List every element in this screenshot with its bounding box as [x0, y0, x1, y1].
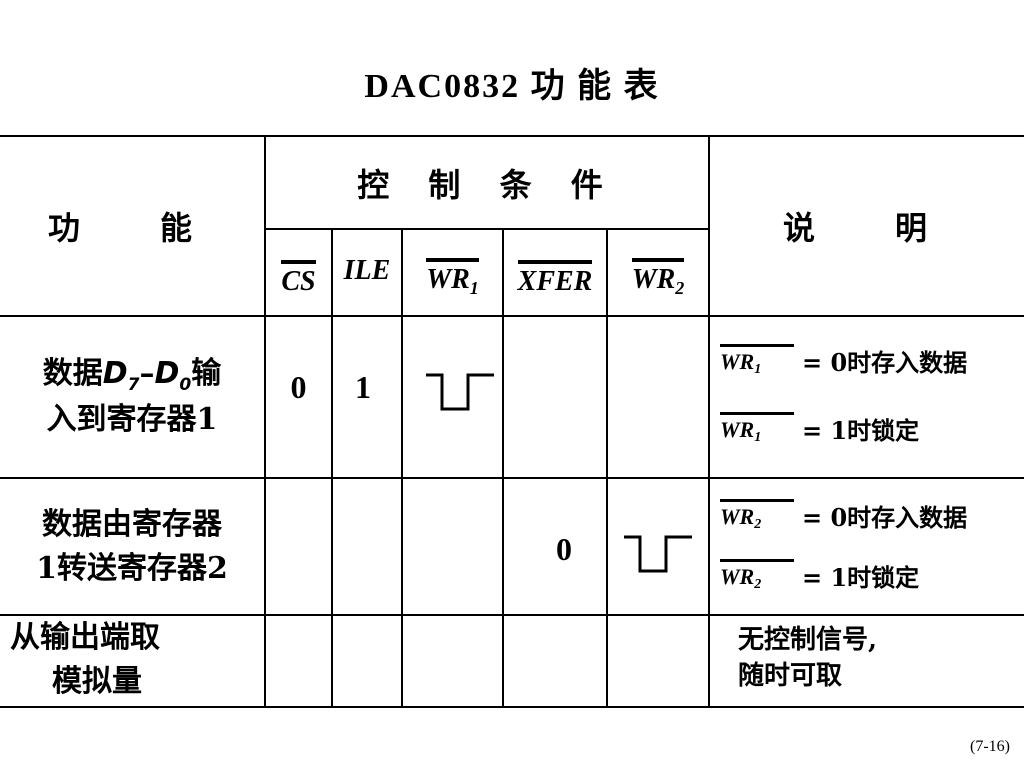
row2-xfer-value: 0: [556, 530, 572, 567]
control-header-divider: [264, 228, 708, 230]
col-divider-function: [264, 135, 266, 708]
row2-bottom-border: [0, 614, 1024, 616]
row2-wr2-low-pulse-waveform: [624, 535, 692, 573]
row1-note-2-signal: WR1: [720, 411, 794, 445]
row1-function: 数据D7–D0输 入到寄存器1: [0, 317, 264, 477]
row2-function-line2: 1转送寄存器2: [36, 550, 228, 586]
col-divider-wr2: [708, 135, 710, 708]
wr1-label: WR1: [426, 258, 479, 297]
table-top-border: [0, 135, 1024, 137]
row2-note-2-text: = 1时锁定: [802, 562, 920, 592]
header-function: 功 能: [47, 209, 216, 247]
col-divider-wr1: [502, 228, 504, 708]
row2-note-1-text: = 0时存入数据: [802, 502, 968, 532]
row3-note-line1: 无控制信号,: [738, 625, 878, 655]
row2-note-2: WR2 = 1时锁定: [720, 555, 919, 595]
row2-function: 数据由寄存器 1转送寄存器2: [0, 479, 264, 614]
cs-label: CS: [281, 259, 316, 296]
row1-note-1-text: = 0时存入数据: [802, 347, 968, 377]
header-wr2-signal: WR2: [608, 230, 708, 315]
row2-note-1-signal: WR2: [720, 498, 794, 532]
row3-note: 无控制信号, 随时可取: [738, 622, 877, 695]
row1-note-2-text: = 1时锁定: [802, 415, 920, 445]
row3-function-line1: 从输出端取: [10, 620, 160, 655]
wr2-label: WR2: [631, 258, 685, 297]
row2-note-1: WR2 = 0时存入数据: [720, 495, 967, 535]
row3-note-line2: 随时可取: [738, 661, 843, 692]
row1-ile-value: 1: [355, 368, 371, 405]
table-bottom-border: [0, 706, 1024, 708]
ile-label: ILE: [343, 254, 391, 286]
xfer-label: XFER: [517, 259, 593, 296]
header-ile-signal: ILE: [333, 230, 401, 315]
header-wr1-signal: WR1: [403, 230, 502, 315]
row3-function-line2: 模拟量: [52, 663, 142, 699]
row2-note-2-signal: WR2: [720, 558, 794, 592]
row1-function-line2: 入到寄存器1: [46, 402, 218, 438]
header-bottom-border: [0, 315, 1024, 317]
col-divider-ile: [401, 228, 403, 708]
header-explanation: 说 明: [782, 209, 951, 247]
page-title: DAC0832 功 能 表: [364, 68, 660, 105]
header-cs-signal: CS: [266, 230, 331, 315]
col-divider-xfer: [606, 228, 608, 708]
header-xfer-signal: XFER: [504, 230, 606, 315]
header-control-conditions: 控 制 条 件: [357, 165, 617, 204]
row1-note-1-signal: WR1: [720, 343, 794, 377]
row1-note-2: WR1 = 1时锁定: [720, 408, 919, 448]
row1-cs-value: 0: [290, 368, 307, 405]
row1-bottom-border: [0, 477, 1024, 479]
row2-function-line1: 数据由寄存器: [42, 507, 222, 542]
page-number: (7-16): [970, 738, 1010, 755]
col-divider-cs: [331, 228, 333, 708]
row1-function-line1: 数据D7–D0输: [42, 356, 222, 396]
row1-note-1: WR1 = 0时存入数据: [720, 340, 967, 380]
row1-wr1-low-pulse-waveform: [426, 373, 494, 411]
row3-function: 从输出端取 模拟量: [10, 616, 264, 706]
